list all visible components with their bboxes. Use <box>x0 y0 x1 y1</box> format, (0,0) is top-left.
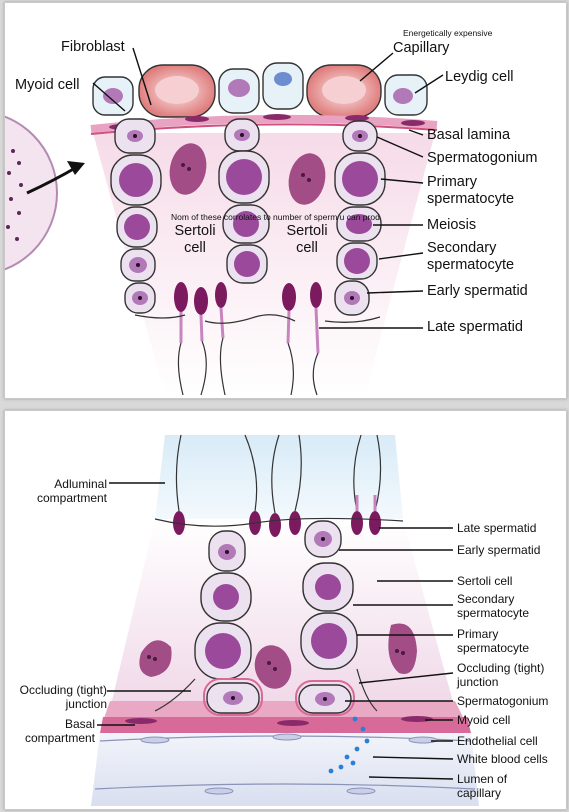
label-early-spermatid: Early spermatid <box>427 283 528 299</box>
label-white-blood-cells: White blood cells <box>457 752 548 766</box>
top-diagram-panel: Energetically expensive Nom of these cor… <box>4 2 567 399</box>
label-leader-lines <box>97 482 454 780</box>
blood-testis-barrier-illustration <box>91 434 479 806</box>
label-sertoli-cell-left: Sertoli cell <box>174 223 216 256</box>
cell-nuclei <box>119 129 378 305</box>
label-occluding-junction-left: Occluding (tight) junction <box>19 683 107 711</box>
seminiferous-tubule-illustration <box>5 47 444 396</box>
late-spermatids <box>174 282 322 396</box>
germ-cell-columns <box>110 118 386 316</box>
label-capillary: Capillary <box>393 40 450 56</box>
annotation-sertoli-note: Nom of these corrolates to number of spe… <box>171 212 380 222</box>
label-myoid-cell: Myoid cell <box>457 713 511 727</box>
white-blood-cells <box>328 716 370 774</box>
label-adluminal-compartment: Adluminal compartment <box>36 477 107 505</box>
interstitial-cells <box>92 62 428 118</box>
label-sertoli-cell-right: Sertoli cell <box>286 223 328 256</box>
cell-nuclei <box>205 531 347 706</box>
label-meiosis: Meiosis <box>427 217 477 233</box>
label-occluding-junction-right: Occluding (tight) junction <box>457 661 545 689</box>
sertoli-nuclei <box>139 623 417 689</box>
lumen-border <box>134 314 381 324</box>
capillary-region <box>91 733 479 806</box>
bottom-diagram-panel: Adluminal compartment Occluding (tight) … <box>4 410 567 810</box>
endothelial-nuclei <box>140 733 438 795</box>
label-late-spermatid: Late spermatid <box>427 319 523 335</box>
label-early-spermatid: Early spermatid <box>457 543 541 557</box>
tubule-cross-section-inset <box>5 115 58 271</box>
basal-lamina-layer <box>103 701 465 721</box>
label-leydig-cell: Leydig cell <box>445 69 514 85</box>
label-secondary-spermatocyte: Secondary spermatocyte <box>427 240 515 273</box>
label-myoid-cell: Myoid cell <box>15 77 80 93</box>
label-spermatogonium: Spermatogonium <box>427 150 538 166</box>
label-primary-spermatocyte: Primary spermatocyte <box>427 174 515 207</box>
late-spermatids <box>173 434 382 537</box>
annotation-energetically-expensive: Energetically expensive <box>403 28 493 38</box>
label-late-spermatid: Late spermatid <box>457 521 537 535</box>
label-endothelial-cell: Endothelial cell <box>457 734 538 748</box>
label-fibroblast: Fibroblast <box>61 39 125 55</box>
label-lumen-of-capillary: Lumen of capillary <box>457 772 508 800</box>
label-spermatogonium: Spermatogonium <box>457 694 549 708</box>
label-sertoli-cell: Sertoli cell <box>457 574 513 588</box>
arrow-icon <box>26 161 85 195</box>
label-basal-compartment: Basal compartment <box>24 717 95 745</box>
label-secondary-spermatocyte: Secondary spermatocyte <box>457 592 530 620</box>
label-leader-lines <box>92 47 444 329</box>
label-primary-spermatocyte: Primary spermatocyte <box>457 627 530 655</box>
adluminal-lumen-region <box>155 435 403 519</box>
label-basal-lamina: Basal lamina <box>427 127 511 143</box>
